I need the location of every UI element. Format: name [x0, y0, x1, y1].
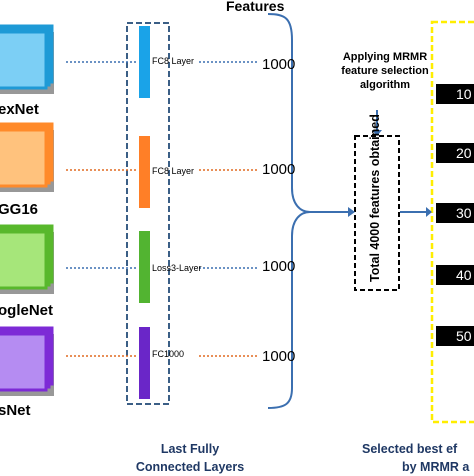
layer-strip-alexnet [139, 26, 150, 98]
resnet-plates [0, 326, 54, 396]
selected-box-3: 30 [436, 203, 474, 223]
total-features-label: Total 4000 features obtained [368, 114, 382, 282]
layer-label-resnet: FC1000 [152, 349, 185, 359]
total-features-box [354, 135, 400, 291]
selected-features-box [430, 20, 474, 424]
mrmr-line-3: algorithm [359, 79, 411, 91]
layers-caption-line-2: Connected Layers [135, 460, 245, 474]
feature-count-googlenet: 1000 [262, 258, 296, 275]
network-label-resnet: sNet [0, 402, 31, 419]
layer-label-alexnet: FC8 Layer [152, 56, 195, 66]
selected-box-5: 50 [436, 326, 474, 346]
selected-box-1: 10 [436, 84, 474, 104]
selected-box-2: 20 [436, 143, 474, 163]
resnet-thumbnail [0, 324, 62, 402]
vgg16-plate-3 [0, 128, 48, 188]
features-header: Features [226, 0, 285, 14]
arrow-to-selected-head [426, 207, 432, 217]
selected-caption-line-2: by MRMR a [402, 460, 470, 474]
arrow-to-total-head [348, 207, 355, 217]
googlenet-plate-3 [0, 230, 48, 290]
layer-label-googlenet: Loss3-Layer [152, 263, 202, 273]
layer-strip-vgg16 [139, 136, 150, 208]
feature-count-vgg16: 1000 [262, 161, 296, 178]
mrmr-line-2: feature selection [341, 65, 429, 77]
network-label-googlenet: ogleNet [0, 302, 54, 319]
layers-caption-line-1: Last Fully [160, 442, 220, 456]
resnet-plate-3 [0, 332, 48, 392]
mrmr-line-1: Applying MRMR [342, 51, 428, 63]
network-label-alexnet: exNet [0, 101, 39, 118]
layer-strip-googlenet [139, 231, 150, 303]
network-label-vgg16: GG16 [0, 201, 39, 218]
layer-strip-resnet [139, 327, 150, 399]
mrmr-description: Applying MRMR feature selection algorith… [330, 50, 440, 92]
googlenet-thumbnail [0, 222, 62, 300]
alexnet-plate-3 [0, 30, 48, 90]
layer-label-vgg16: FC8 Layer [152, 166, 195, 176]
feature-count-alexnet: 1000 [262, 56, 296, 73]
selected-box-4: 40 [436, 265, 474, 285]
vgg16-plates [0, 122, 54, 192]
selected-caption-line-1: Selected best ef [362, 442, 458, 456]
googlenet-plates [0, 224, 54, 294]
selected-caption: Selected best ef by MRMR a [362, 440, 474, 476]
alexnet-plates [0, 24, 54, 94]
last-fc-layers-box [126, 22, 170, 405]
arrow-mrmr-head [372, 130, 382, 136]
layers-caption: Last Fully Connected Layers [120, 440, 260, 476]
alexnet-thumbnail [0, 22, 62, 100]
feature-count-resnet: 1000 [262, 348, 296, 365]
vgg16-thumbnail [0, 120, 62, 198]
